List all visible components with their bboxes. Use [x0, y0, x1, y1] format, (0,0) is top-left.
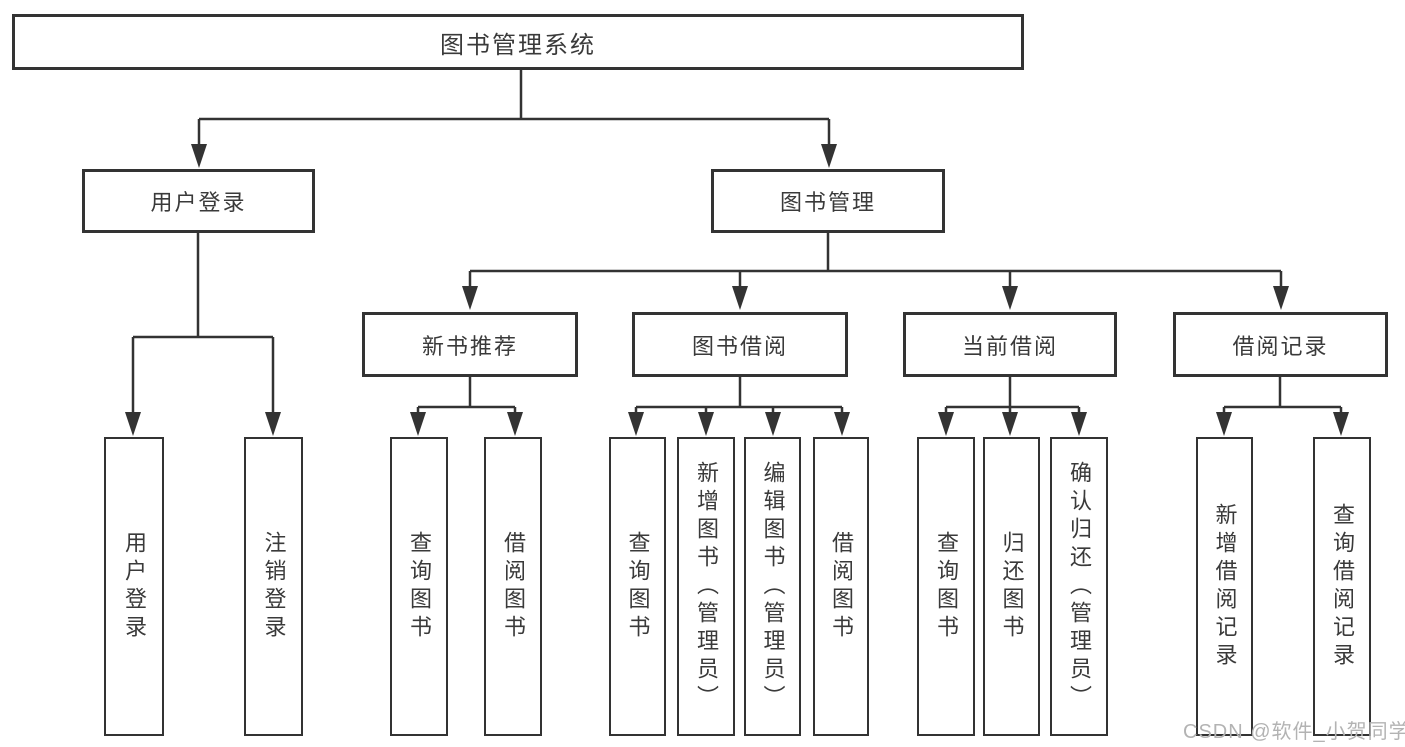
node-label: 新书推荐 — [421, 333, 518, 359]
node-new-book-recommendation: 新书推荐 — [362, 312, 578, 377]
node-label: 图书管理系统 — [440, 31, 596, 59]
node-leaf-user-login: 用户登录 — [104, 437, 164, 736]
node-current-borrowing: 当前借阅 — [903, 312, 1117, 377]
node-leaf-br-query-record: 查询借阅记录 — [1313, 437, 1371, 736]
node-label: 用户登录 — [122, 530, 147, 643]
node-label: 借阅记录 — [1232, 333, 1329, 359]
node-label: 确认归还（管理员） — [1067, 460, 1092, 713]
node-book-borrowing: 图书借阅 — [632, 312, 848, 377]
node-label: 编辑图书（管理员） — [760, 460, 786, 713]
node-label: 当前借阅 — [961, 333, 1058, 359]
node-leaf-cb-query-books: 查询图书 — [917, 437, 975, 736]
node-leaf-bb-edit-books-admin: 编辑图书（管理员） — [744, 437, 801, 736]
node-leaf-logout: 注销登录 — [244, 437, 303, 736]
node-leaf-nbr-borrow-books: 借阅图书 — [484, 437, 542, 736]
node-label: 借阅图书 — [501, 530, 526, 643]
node-label: 查询图书 — [625, 530, 651, 643]
csdn-watermark: CSDN @软件_小贺同学 — [1183, 721, 1405, 743]
connector-book-borrow-to-leaves — [628, 377, 850, 436]
node-library-management-system: 图书管理系统 — [12, 14, 1024, 70]
connector-root-to-branches — [191, 70, 837, 168]
node-label: 图书管理 — [779, 190, 876, 215]
connector-new-book-rec-to-leaves — [410, 377, 523, 436]
node-leaf-bb-query-books: 查询图书 — [609, 437, 666, 736]
node-label: 注销登录 — [261, 530, 287, 643]
node-label: 查询图书 — [407, 530, 432, 643]
node-label: 查询借阅记录 — [1330, 502, 1355, 671]
node-leaf-bb-borrow-books: 借阅图书 — [813, 437, 869, 736]
connector-borrow-records-to-leaves — [1216, 377, 1349, 436]
connector-book-management-to-sections — [462, 233, 1289, 310]
node-label: 新增借阅记录 — [1212, 502, 1238, 671]
node-user-login-branch: 用户登录 — [82, 169, 315, 233]
node-label: 新增图书（管理员） — [694, 460, 719, 713]
node-leaf-cb-confirm-return-admin: 确认归还（管理员） — [1050, 437, 1108, 736]
node-leaf-cb-return-books: 归还图书 — [983, 437, 1040, 736]
node-leaf-bb-add-books-admin: 新增图书（管理员） — [677, 437, 735, 736]
node-label: 查询图书 — [934, 530, 959, 643]
node-label: 借阅图书 — [829, 530, 854, 643]
node-leaf-br-add-record: 新增借阅记录 — [1196, 437, 1253, 736]
connector-current-borrow-to-leaves — [938, 377, 1087, 436]
node-label: 用户登录 — [150, 190, 247, 215]
node-label: 图书借阅 — [691, 333, 788, 359]
node-borrowing-records: 借阅记录 — [1173, 312, 1388, 377]
node-book-management-branch: 图书管理 — [711, 169, 945, 233]
node-label: 归还图书 — [999, 530, 1025, 643]
connector-user-login-to-leaves — [125, 233, 281, 436]
node-leaf-nbr-query-books: 查询图书 — [390, 437, 448, 736]
